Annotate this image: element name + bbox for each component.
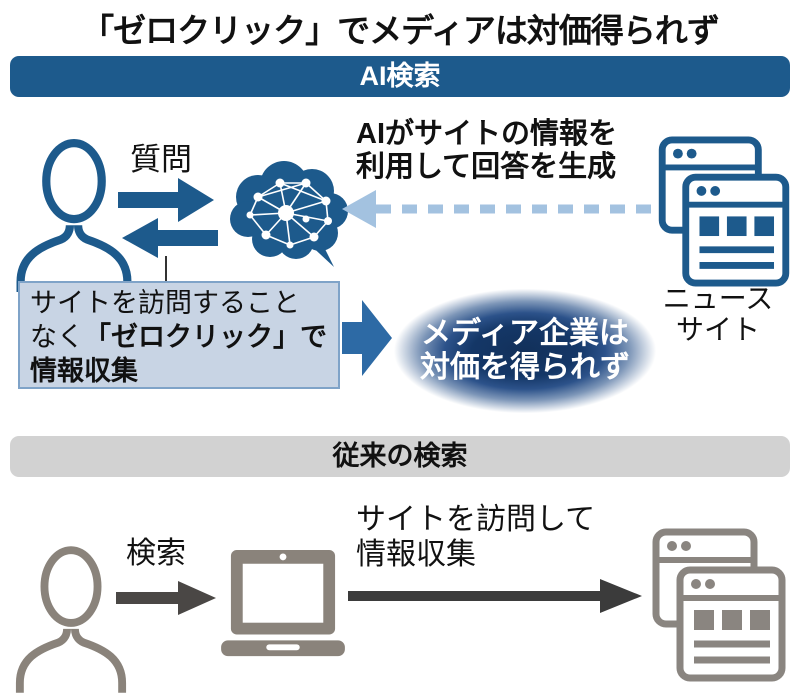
- ai-brain-icon: [230, 161, 348, 267]
- page-title: 「ゼロクリック」でメディアは対価得られず: [81, 12, 720, 49]
- laptop-icon: [221, 550, 345, 657]
- visit-line1: サイトを訪問して: [356, 503, 596, 536]
- news-site-label-line2: サイト: [675, 314, 760, 345]
- legacy-search-header: 従来の検索: [10, 436, 790, 477]
- zero-click-box: サイトを訪問すること なく「ゼロクリック」で 情報収集: [18, 281, 340, 389]
- zero-click-line1: サイトを訪問すること: [30, 288, 300, 318]
- zero-click-line3: 情報収集: [30, 356, 138, 386]
- result-text: メディア企業は 対価を得られず: [420, 317, 630, 385]
- user-icon-gray: [15, 546, 127, 693]
- result-blob: メディア企業は 対価を得られず: [384, 284, 666, 418]
- right-arrow-icon: [342, 300, 392, 376]
- ai-generate-line2: 利用して回答を生成: [356, 151, 617, 183]
- ai-search-header: AI検索: [10, 56, 790, 97]
- ai-generate-text: AIがサイトの情報を 利用して回答を生成: [356, 118, 617, 184]
- site-windows-icon-gray: [652, 528, 786, 682]
- question-answer-arrows-icon: [118, 178, 218, 258]
- dashed-arrow-left-icon: [342, 190, 662, 228]
- zero-click-line2-bold: 「ゼロクリック」で: [84, 322, 327, 352]
- search-arrow-icon: [116, 581, 216, 615]
- result-line2: 対価を得られず: [420, 351, 630, 384]
- visit-line2: 情報収集: [356, 538, 476, 571]
- user-icon: [16, 139, 132, 292]
- visit-text: サイトを訪問して 情報収集: [356, 502, 595, 572]
- result-line1: メディア企業は: [421, 317, 629, 350]
- news-site-windows-icon: [658, 136, 790, 287]
- news-site-label-line1: ニュース: [662, 283, 774, 314]
- zero-click-line2-normal: なく: [30, 322, 84, 352]
- connector-line: [165, 256, 167, 283]
- news-site-label: ニュース サイト: [636, 283, 800, 345]
- visit-arrow-icon: [348, 579, 642, 613]
- search-label: 検索: [126, 537, 186, 570]
- ai-generate-line1: AIがサイトの情報を: [356, 118, 618, 150]
- question-label: 質問: [130, 142, 192, 177]
